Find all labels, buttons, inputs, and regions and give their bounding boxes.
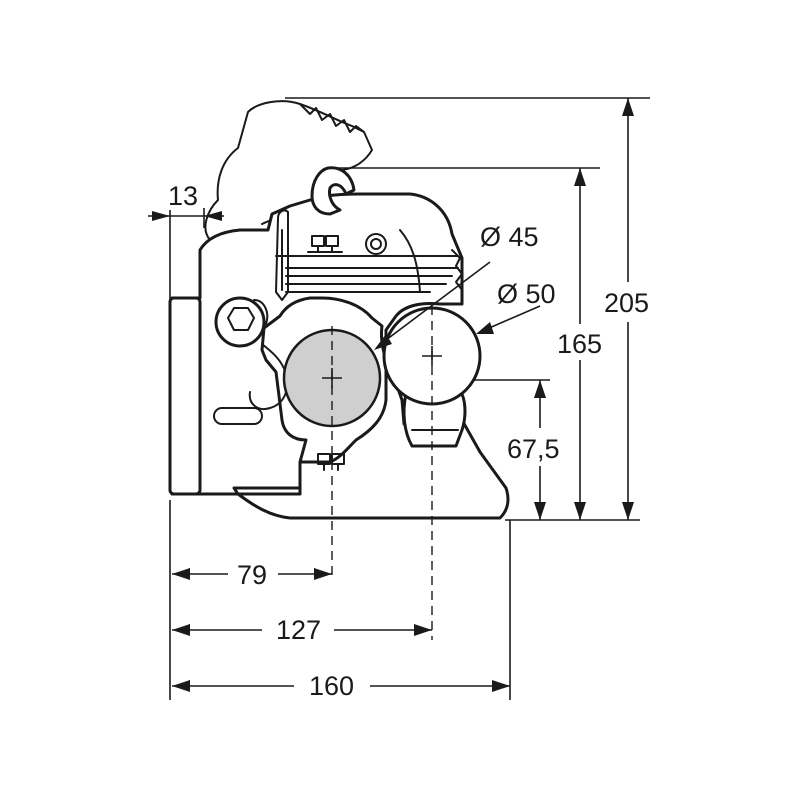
dim-label-67-5: 67,5	[507, 434, 560, 464]
ball-neck	[402, 392, 467, 448]
dim-label-160: 160	[309, 671, 354, 701]
certification-mark-bottom	[317, 453, 345, 471]
hook-nose	[310, 166, 356, 216]
dim-label-79: 79	[237, 560, 267, 590]
slotted-hole	[213, 407, 263, 425]
mounting-plate	[168, 296, 202, 496]
dimension-160: 160	[172, 671, 510, 701]
dim-label-127: 127	[276, 615, 321, 645]
dim-label-13: 13	[168, 181, 198, 211]
dim-label-diameter-45: Ø 45	[480, 222, 539, 252]
certification-mark-top	[307, 235, 343, 253]
dimension-165: 165	[557, 168, 602, 520]
dimension-205: 205	[604, 98, 649, 520]
leader-diameter-50: Ø 50	[476, 279, 556, 334]
hex-bolt	[214, 296, 266, 348]
locking-pin	[275, 209, 289, 301]
dim-label-165: 165	[557, 329, 602, 359]
centerlines	[322, 306, 442, 640]
leader-diameter-45: Ø 45	[374, 222, 539, 350]
dim-label-205: 205	[604, 288, 649, 318]
dimension-67-5: 67,5	[507, 380, 560, 520]
dimension-13: 13	[148, 181, 224, 221]
dimension-127: 127	[172, 615, 432, 645]
dimension-79: 79	[172, 560, 332, 590]
hitch-body	[168, 100, 510, 520]
dim-label-diameter-50: Ø 50	[497, 279, 556, 309]
